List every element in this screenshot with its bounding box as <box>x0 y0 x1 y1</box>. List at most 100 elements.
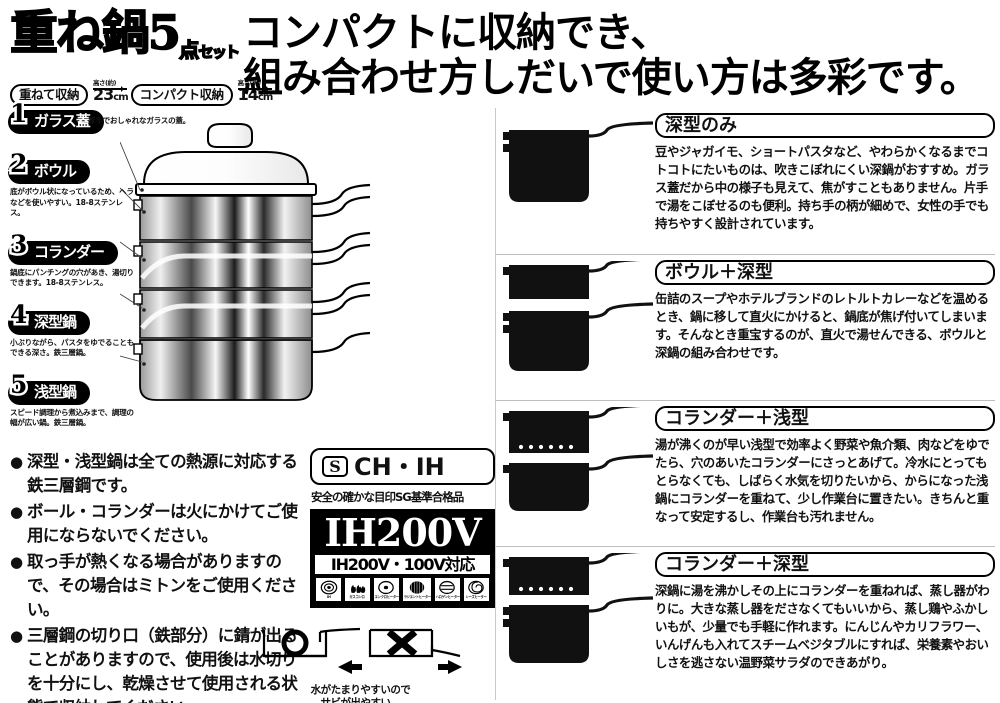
combo-text-colander-deep: 深鍋に湯を沸かしその上にコランダーを重ねれば、蒸し器がわりに。大きな蒸し器をださ… <box>655 583 990 670</box>
heat-source-radiant: ラジエントヒーター <box>401 577 433 602</box>
deep-pot-inner-curve <box>140 303 312 330</box>
bowl-handle <box>311 183 370 206</box>
combo-text-bowl-deep: 缶詰のスープやホテルブランドのレトルトカレーなどを温めるとき、鍋に移して直火にか… <box>655 291 989 360</box>
ih-coil-icon <box>320 580 337 595</box>
colander-tier <box>139 241 313 289</box>
dimension-label: 高さ(約) <box>93 79 116 87</box>
lid-rim <box>135 183 317 196</box>
storage-warning: 水がたまりやすいので サビが出やすい。 <box>258 620 463 703</box>
combo-title-colander-shallow: コランダー＋浅型 <box>655 406 995 431</box>
arrow-left-icon <box>338 660 362 674</box>
combo-body-deep-only: 深型のみ 豆やジャガイモ、ショートパスタなど、やわらかくなるまでコトコトにたいも… <box>655 108 995 233</box>
heat-source-enclosed: エンクロヒーター <box>372 577 401 602</box>
deep-pot-tier <box>139 289 313 339</box>
part-item-5: 5 5 浅型鍋 スピード調理から煮込みまで、調理の幅が広い鍋。鉄三層鍋。 <box>7 369 136 429</box>
combo-section-colander-deep: コランダー＋深型 深鍋に湯を沸かしその上にコランダーを重ねれば、蒸し器がわりに。… <box>495 546 995 692</box>
combo-section-bowl-deep: ボウル＋深型 缶詰のスープやホテルブランドのレトルトカレーなどを温めるとき、鍋に… <box>495 254 995 400</box>
part-item-4: 4 4 深型鍋 小ぶりながら、パスタをゆでることもできる深さ。鉄三層鍋。 <box>7 299 136 359</box>
bowl-tier <box>139 195 313 241</box>
shallow-pot-handle <box>311 331 370 354</box>
part-desc-shallow-pot: スピード調理から煮込みまで、調理の幅が広い鍋。鉄三層鍋。 <box>10 407 134 428</box>
panel-divider <box>495 108 496 700</box>
deep-pot-only-art <box>503 121 654 202</box>
ih-voltage-headline: IH200V <box>324 510 481 555</box>
sg-badge-label: CH・IH <box>354 452 445 481</box>
glass-lid-dome <box>143 151 309 191</box>
lid-knob <box>207 123 253 148</box>
sg-caption: 安全の確かな目印SG基準合格品 <box>311 490 464 504</box>
combo-body-colander-shallow: コランダー＋浅型 湯が沸くのが早い浅型で効率よく野菜や魚介類、肉などをゆでたら、… <box>655 401 995 526</box>
part-item-2: 2 2 ボウル 底がボウル状になっているため、ヘラなどを使いやすい。18-8ステ… <box>7 149 136 219</box>
usage-note-4: 三層鋼の切り口（鉄部分）に錆が出ることがありますので、使用後は水切りを十分にし、… <box>10 624 306 703</box>
colander-left-tab <box>133 245 143 257</box>
part-number: 1 <box>9 99 29 128</box>
dimension-arrow-icon <box>237 86 272 92</box>
combination-panel: 深型のみ 豆やジャガイモ、ショートパスタなど、やわらかくなるまでコトコトにたいも… <box>495 108 995 692</box>
dimension-compact-height: 高さ(約) 14cm <box>236 80 273 106</box>
part-number-outline: 3 <box>7 229 30 259</box>
deep-pot-handle <box>311 281 370 304</box>
deep-pot-left-tab <box>133 293 143 305</box>
pot-inverted-ng-icon <box>386 629 418 657</box>
title-badges: 重ねて収納 高さ(約) 23cm コンパクト収納 高さ(約) 14cm <box>10 79 273 106</box>
combo-text-deep-only: 豆やジャガイモ、ショートパスタなど、やわらかくなるまでコトコトにたいものは、吹き… <box>655 144 990 231</box>
part-label-glass-lid: ガラス蓋 <box>8 110 104 134</box>
part-label-bowl: ボウル <box>8 160 91 184</box>
usage-note-2: ボール・コランダーは火にかけてご使用にならないでください。 <box>10 500 306 548</box>
combo-section-deep-only: 深型のみ 豆やジャガイモ、ショートパスタなど、やわらかくなるまでコトコトにたいも… <box>495 108 995 254</box>
heat-source-row: IH ガスコンロ エンクロヒーター <box>315 577 491 602</box>
part-number-outline: 5 <box>7 369 30 399</box>
part-desc-colander: 鍋底にパンチングの穴があき、湯切りできます。18-8ステンレス。 <box>10 267 134 288</box>
colander-holes <box>518 586 574 592</box>
usage-note-3: 取っ手が熱くなる場合がありますので、その場合はミトンをご使用ください。 <box>10 550 306 622</box>
part-desc-deep-pot: 小ぶりながら、パスタをゆでることもできる深さ。鉄三層鍋。 <box>10 337 134 358</box>
combo-title-deep-only: 深型のみ <box>655 113 995 138</box>
bowl-handle-lower <box>311 195 370 218</box>
part-label-shallow-pot: 浅型鍋 <box>8 380 91 405</box>
combo-body-colander-deep: コランダー＋深型 深鍋に湯を沸かしその上にコランダーを重ねれば、蒸し器がわりに。… <box>655 547 995 672</box>
usage-notes: 深型・浅型鍋は全ての熱源に対応する鉄三層鋼です。 ボール・コランダーは火にかけて… <box>10 450 306 703</box>
part-number-outline: 1 <box>7 99 30 129</box>
heat-source-label: エンクロヒーター <box>374 595 399 599</box>
colander-inner-curve <box>140 253 312 280</box>
heat-source-label: ラジエントヒーター <box>403 595 431 599</box>
combo-section-colander-shallow: コランダー＋浅型 湯が沸くのが早い浅型で効率よく野菜や魚介類、肉などをゆでたら、… <box>495 400 995 546</box>
dimension-arrow-icon <box>93 86 128 92</box>
ih-voltage-sub: IH200V・100V対応 <box>315 555 490 574</box>
part-number: 3 <box>9 229 29 259</box>
shallow-pot-left-tab <box>133 343 143 355</box>
colander-body <box>509 411 589 453</box>
heat-source-label: ハロゲンヒーター <box>435 595 460 599</box>
bowl-on-deep-pot-art <box>503 261 654 371</box>
halogen-heater-icon <box>439 580 456 595</box>
part-item-3: 3 3 コランダー 鍋底にパンチングの穴があき、湯切りできます。18-8ステンレ… <box>7 229 136 289</box>
colander-on-deep-pot-art <box>503 553 654 663</box>
colander-handle <box>588 407 642 419</box>
colander-on-shallow-pot-art <box>503 407 654 511</box>
part-number-outline: 2 <box>7 149 30 179</box>
combo-title-colander-deep: コランダー＋深型 <box>655 552 995 577</box>
colander-body <box>509 557 589 595</box>
sg-badge: S CH・IH <box>310 448 495 485</box>
storage-comparison-diagram <box>262 627 462 674</box>
part-desc-bowl: 底がボウル状になっているため、ヘラなどを使いやすい。18-8ステンレス。 <box>10 187 134 217</box>
parts-list: 1 1 ガラス蓋 厚手でおしゃれなガラスの蓋。 2 2 ボウル 底がボウル状にな… <box>7 99 190 433</box>
deep-pot-body <box>509 605 589 663</box>
leader-dots <box>140 188 146 366</box>
combo-text-colander-shallow: 湯が沸くのが早い浅型で効率よく野菜や魚介類、肉などをゆでたら、穴のあいたコランダ… <box>655 437 990 524</box>
heat-source-sheath: シーズヒーター <box>462 577 491 602</box>
storage-note-line-1: 水がたまりやすいので <box>310 684 411 696</box>
storage-good <box>262 627 361 658</box>
headline: コンパクトに収納でき、 組み合わせ方しだいで使い方は多彩です。 <box>243 10 993 100</box>
radiant-heater-icon <box>409 581 425 594</box>
deep-pot-body <box>509 130 589 202</box>
part-desc-glass-lid: 厚手でおしゃれなガラスの蓋。 <box>88 116 190 125</box>
ih-compat-box: IH200V IH200V・100V対応 IH <box>310 509 495 608</box>
product-title-set: セット <box>198 43 241 61</box>
heat-source-halogen: ハロゲンヒーター <box>433 577 462 602</box>
sg-mark-icon: S <box>322 456 348 477</box>
title-block: 重ね鍋5点セット 重ねて収納 高さ(約) 23cm コンパクト収納 高さ(約) … <box>9 7 273 106</box>
colander-holes <box>518 444 574 450</box>
deep-pot-handle-lower <box>311 293 370 316</box>
